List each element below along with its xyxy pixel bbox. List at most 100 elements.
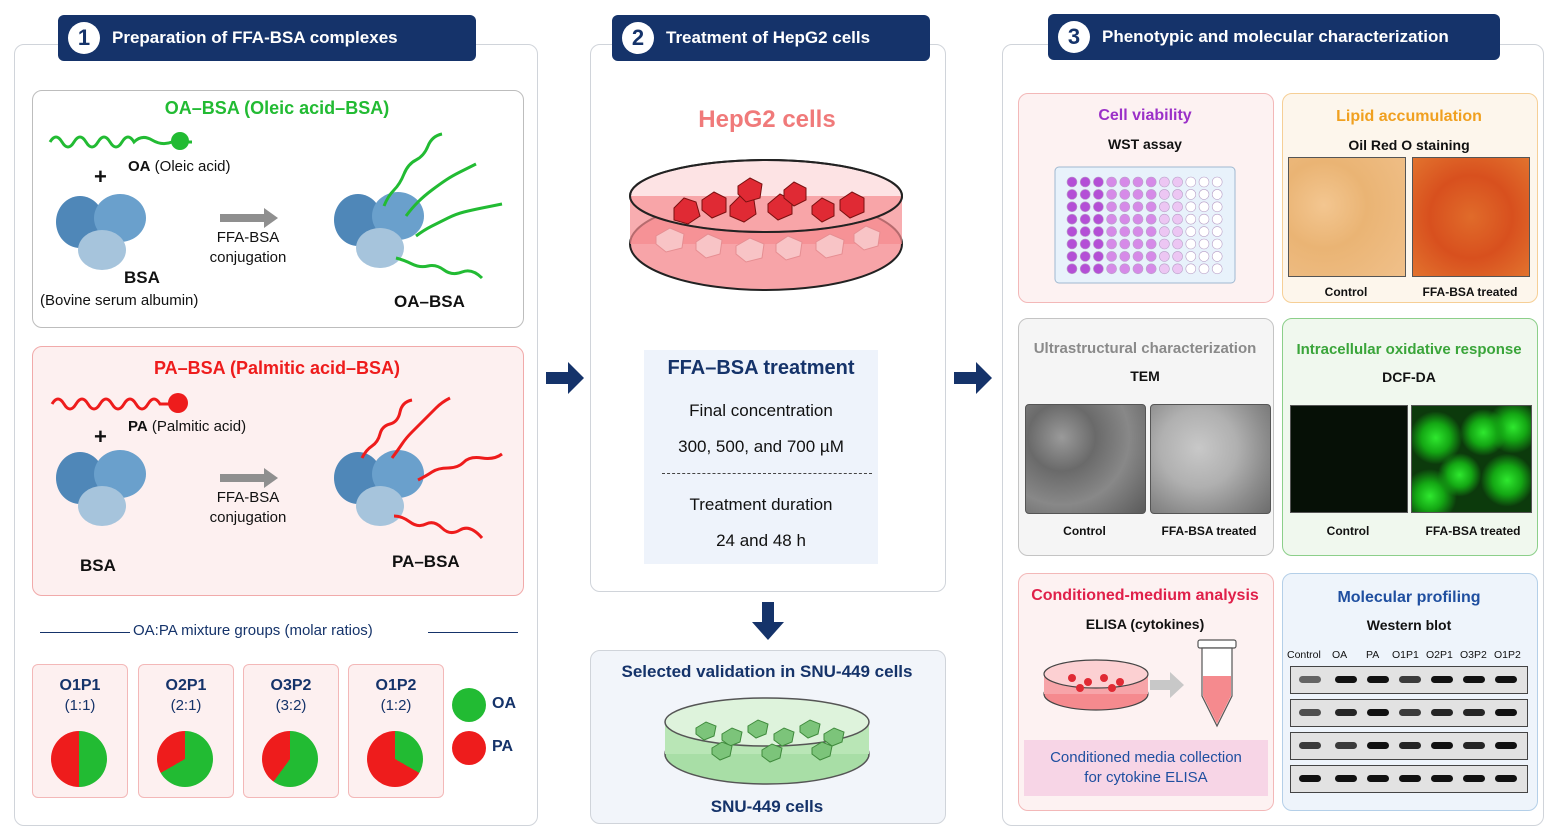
oil-red-control-image	[1288, 157, 1406, 277]
tem-control-image	[1025, 404, 1146, 514]
lipid-accumulation-title: Lipid accumulation	[1336, 108, 1482, 125]
duration-value: 24 and 48 h	[716, 531, 806, 550]
mixture-divider-right	[428, 632, 518, 633]
transfer-arrow-icon	[1150, 672, 1184, 698]
blot-band	[1399, 676, 1421, 683]
group-ratio: (3:2)	[275, 697, 307, 714]
lipid-treated-label: FFA-BSA treated	[1422, 285, 1518, 299]
blot-band	[1299, 775, 1321, 782]
hepg2-label: HepG2 cells	[698, 106, 836, 133]
plus-sign-pa: +	[94, 424, 107, 449]
duration-label: Treatment duration	[689, 495, 833, 514]
blot-band	[1431, 676, 1453, 683]
bsa-label-pa: BSA	[80, 556, 116, 575]
legend-oa-swatch	[452, 688, 486, 722]
mixture-title: OA:PA mixture groups (molar ratios)	[133, 622, 373, 639]
blot-band	[1399, 709, 1421, 716]
tem-treated-label: FFA-BSA treated	[1161, 524, 1257, 538]
snu449-label: SNU-449 cells	[710, 797, 824, 816]
blot-band	[1399, 742, 1421, 749]
treatment-box	[644, 350, 878, 564]
blot-band	[1367, 742, 1389, 749]
pa-bsa-product-label: PA–BSA	[392, 552, 460, 571]
group-name: O1P2	[375, 677, 417, 694]
bsa-protein-icon-pa	[56, 450, 146, 526]
oa-bsa-card	[32, 90, 524, 328]
pa-label: PA (Palmitic acid)	[128, 418, 246, 435]
validation-title: Selected validation in SNU-449 cells	[621, 662, 913, 681]
bsa-label-oa: BSA	[124, 268, 160, 287]
dcf-control-image	[1290, 405, 1408, 513]
oleic-acid-chain-icon	[48, 132, 192, 150]
petri-dish-hepg2-icon	[629, 159, 903, 291]
blot-band	[1431, 775, 1453, 782]
oa-bsa-complex-icon	[334, 132, 503, 280]
tem-label: TEM	[1130, 368, 1160, 384]
group-ratio: (1:1)	[64, 697, 96, 714]
pa-bsa-title: PA–BSA (Palmitic acid–BSA)	[153, 358, 401, 378]
blot-band	[1495, 709, 1517, 716]
group-ratio: (1:2)	[380, 697, 412, 714]
legend-oa-label: OA	[492, 695, 516, 712]
blot-band	[1463, 709, 1485, 716]
blot-band	[1495, 742, 1517, 749]
group-name: O1P1	[59, 677, 101, 694]
plus-sign-oa: +	[94, 164, 107, 189]
palmitic-acid-chain-icon	[50, 393, 188, 413]
blot-band	[1431, 709, 1453, 716]
oxidative-title: Intracellular oxidative response	[1296, 341, 1522, 358]
pie-chart	[262, 731, 318, 787]
section2-header: 2 Treatment of HepG2 cells	[612, 15, 930, 61]
section1-title: Preparation of FFA-BSA complexes	[112, 28, 398, 47]
oa-label-rest: (Oleic acid)	[154, 158, 231, 175]
western-blot-label: Western blot	[1366, 617, 1452, 633]
conj-line2-pa: conjugation	[209, 509, 287, 526]
blot-band	[1463, 775, 1485, 782]
cm-note-line2: for cytokine ELISA	[1084, 769, 1208, 786]
elisa-label: ELISA (cytokines)	[1085, 616, 1205, 632]
mixture-group-o1p1: O1P1 (1:1)	[32, 664, 128, 798]
blot-band	[1463, 742, 1485, 749]
step-number-2: 2	[622, 22, 654, 54]
lane-label-o1p1: O1P1	[1392, 649, 1419, 661]
treatment-divider	[662, 473, 872, 474]
oil-red-treated-image	[1412, 157, 1530, 277]
arrow-right-icon-pa	[220, 468, 278, 488]
arrow-2-to-3-icon	[954, 362, 992, 394]
cm-note-box	[1024, 740, 1268, 796]
oa-label-bold: OA	[128, 158, 151, 175]
bsa-full-name: (Bovine serum albumin)	[40, 292, 199, 309]
pa-label-bold: PA	[128, 418, 148, 435]
conditioned-medium-title: Conditioned-medium analysis	[1031, 587, 1259, 604]
blot-band	[1399, 775, 1421, 782]
blot-row	[1290, 732, 1528, 760]
molecular-profiling-title: Molecular profiling	[1337, 589, 1481, 606]
blot-band	[1463, 676, 1485, 683]
arrow-right-icon	[220, 208, 278, 228]
section2-title: Treatment of HepG2 cells	[666, 28, 871, 47]
dcf-treated-label: FFA-BSA treated	[1425, 524, 1521, 538]
step-number-1: 1	[68, 22, 100, 54]
mixture-group-o2p1: O2P1 (2:1)	[138, 664, 234, 798]
legend-pa-swatch	[452, 731, 486, 765]
blot-band	[1335, 709, 1357, 716]
pie-chart	[157, 731, 213, 787]
lane-label-control: Control	[1287, 649, 1321, 661]
blot-band	[1495, 676, 1517, 683]
legend-pa-label: PA	[492, 738, 514, 755]
concentration-value: 300, 500, and 700 µM	[678, 437, 844, 456]
dcf-control-label: Control	[1326, 524, 1370, 538]
petri-dish-snu449-icon	[664, 697, 870, 785]
blot-band	[1299, 709, 1321, 716]
blot-band	[1367, 709, 1389, 716]
pa-bsa-complex-icon	[334, 396, 503, 539]
section1-header: 1 Preparation of FFA-BSA complexes	[58, 15, 476, 61]
tem-treated-image	[1150, 404, 1271, 514]
group-ratio: (2:1)	[170, 697, 202, 714]
group-name: O3P2	[270, 677, 312, 694]
cm-note-line1: Conditioned media collection	[1050, 749, 1242, 766]
blot-row	[1290, 666, 1528, 694]
step-number-3: 3	[1058, 21, 1090, 53]
dcf-da-label: DCF-DA	[1382, 369, 1436, 385]
blot-band	[1495, 775, 1517, 782]
